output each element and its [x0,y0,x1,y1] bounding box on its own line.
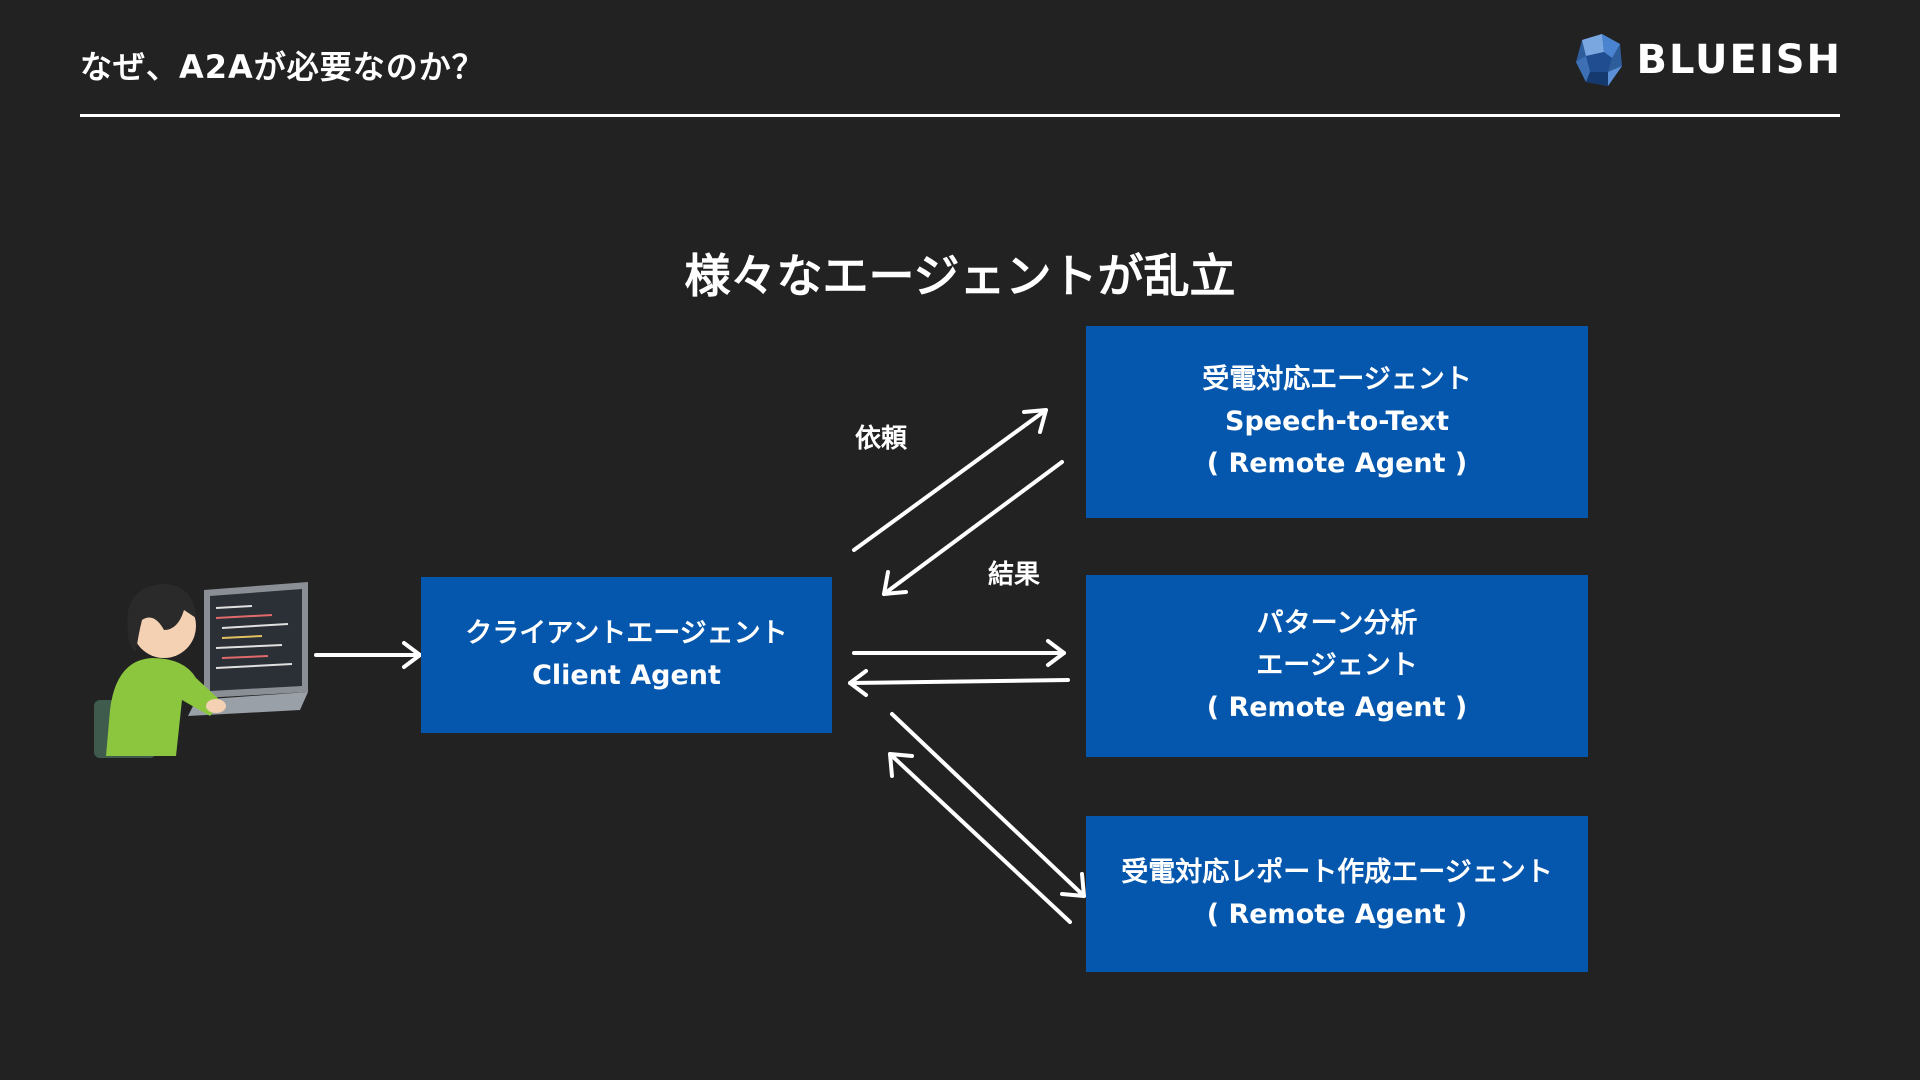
remote-agent-line1: 受電対応エージェント [1202,364,1472,395]
person-icon [106,584,226,756]
logo: BLUEISH [1572,30,1842,90]
arrow-result-from-report [888,752,1072,924]
remote-agent-line1: 受電対応レポート作成エージェント [1121,857,1553,888]
arrow-result-from-speech [882,460,1064,596]
remote-agent-box-report: 受電対応レポート作成エージェント ( Remote Agent ) [1086,816,1588,972]
remote-agent-line1: パターン分析 [1256,608,1418,639]
client-agent-name-ja: クライアントエージェント [465,618,788,649]
remote-agent-line3: ( Remote Agent ) [1206,448,1468,479]
remote-agent-line2: ( Remote Agent ) [1206,899,1468,930]
client-agent-box: クライアントエージェント Client Agent [421,577,832,733]
logo-text: BLUEISH [1636,37,1842,83]
client-agent-name-en: Client Agent [532,660,721,691]
arrow-user-to-client [314,641,422,669]
header-divider [80,114,1840,117]
remote-agent-line2: Speech-to-Text [1225,406,1449,437]
arrow-request-to-report [890,712,1086,898]
arrow-request-to-pattern [852,639,1066,667]
blueish-gem-icon [1576,34,1623,86]
arrow-request-to-speech [852,408,1048,552]
diagram-heading: 様々なエージェントが乱立 [684,249,1236,303]
slide-title: なぜ、A2Aが必要なのか？ [80,48,485,86]
remote-agent-box-pattern: パターン分析 エージェント ( Remote Agent ) [1086,575,1588,757]
remote-agent-line2: エージェント [1256,650,1418,681]
user-at-laptop-illustration [94,582,308,758]
request-label: 依頼 [855,424,908,454]
remote-agent-line3: ( Remote Agent ) [1206,692,1468,723]
result-label: 結果 [988,560,1041,590]
remote-agent-box-speech: 受電対応エージェント Speech-to-Text ( Remote Agent… [1086,326,1588,518]
arrow-result-from-pattern [848,669,1070,697]
